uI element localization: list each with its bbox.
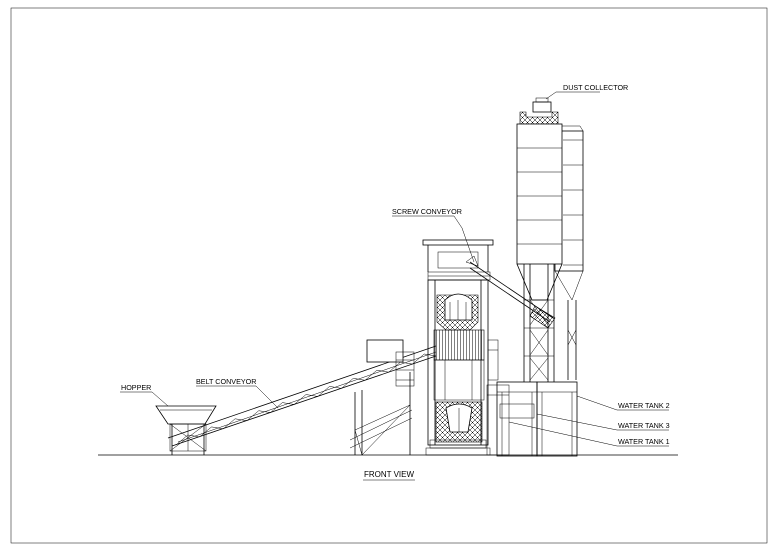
silo-front	[516, 97, 563, 382]
label-belt-conveyor: BELT CONVEYOR	[196, 377, 256, 386]
view-title: FRONT VIEW	[364, 470, 415, 479]
mixing-tower	[422, 239, 499, 456]
water-tank-2	[536, 381, 578, 457]
water-tank-1	[486, 384, 510, 456]
water-tank-3	[496, 381, 538, 457]
drawing-border	[10, 7, 768, 544]
belt-conveyor	[167, 339, 437, 456]
leader-lines	[120, 91, 669, 447]
hopper	[155, 405, 217, 455]
screw-conveyor	[465, 255, 556, 329]
dust-collector	[532, 101, 552, 113]
label-dust-collector: DUST COLLECTOR	[563, 83, 628, 92]
label-screw-conveyor: SCREW CONVEYOR	[392, 207, 462, 216]
label-hopper: HOPPER	[121, 383, 151, 392]
label-water-tank-3: WATER TANK 3	[618, 421, 670, 430]
label-water-tank-1: WATER TANK 1	[618, 437, 670, 446]
label-water-tank-2: WATER TANK 2	[618, 401, 670, 410]
